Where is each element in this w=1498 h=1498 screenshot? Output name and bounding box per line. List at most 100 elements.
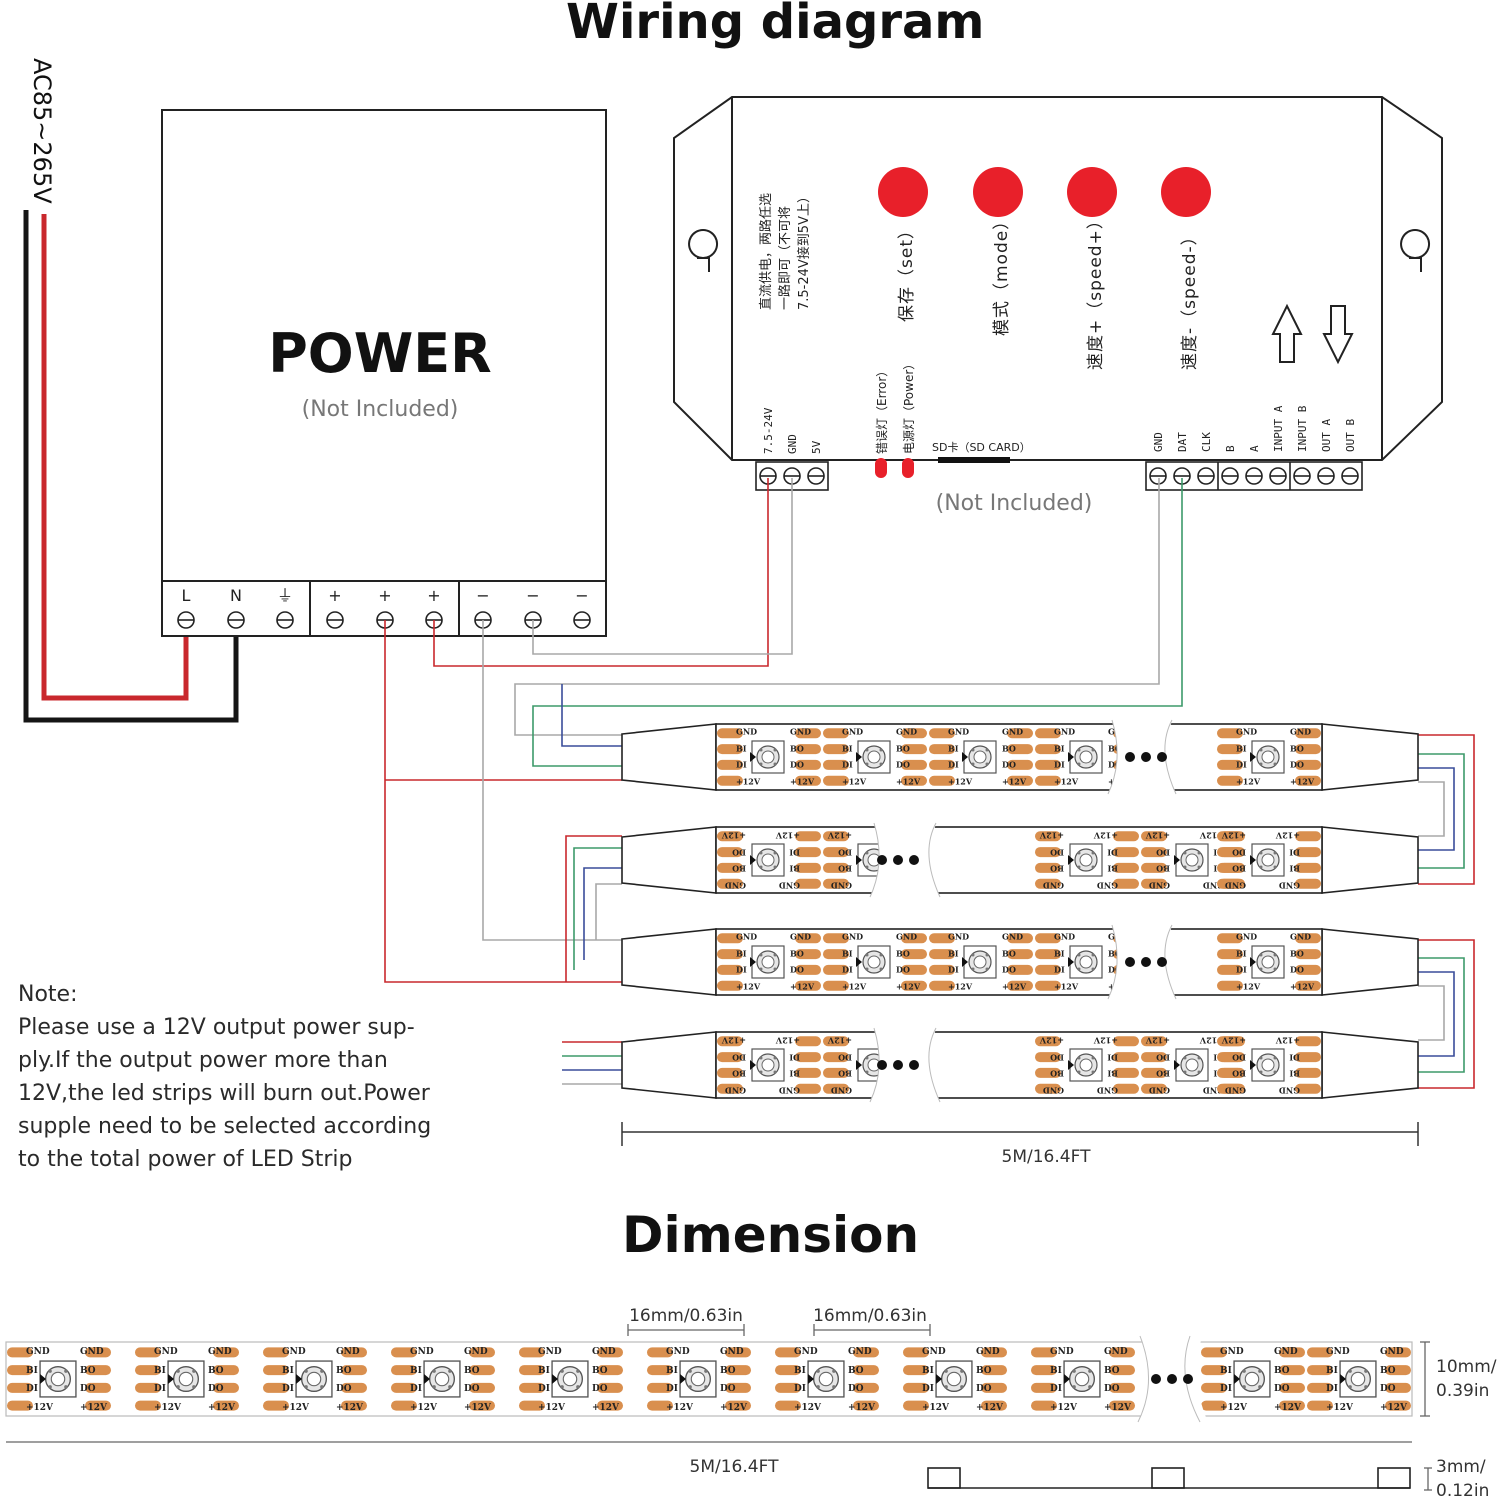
pad-label: GND: [725, 1085, 746, 1095]
pad-label: +12V: [896, 982, 921, 992]
pad-label: GND: [1002, 932, 1023, 942]
continuation-dots: [877, 1060, 919, 1070]
psu-screw-terminal: [227, 611, 245, 629]
pad-label: DO: [848, 1384, 864, 1394]
note-line-1: Please use a 12V output power sup-: [18, 1015, 415, 1040]
pad-label: GND: [1279, 880, 1300, 890]
note-line-3: 12V,the led strips will burn out.Power: [18, 1081, 430, 1106]
pad-label: BI: [1236, 744, 1247, 754]
pad-label: BO: [1290, 949, 1304, 959]
pitch-label-2: 16mm/0.63in: [813, 1306, 927, 1326]
pad-label: BI: [410, 1366, 422, 1376]
pad-label: BO: [896, 949, 910, 959]
pad-label: +12V: [1104, 1403, 1132, 1413]
strip-end-cap: [621, 928, 717, 996]
pad-label: +12V: [26, 1403, 54, 1413]
pad-label: DI: [789, 1052, 800, 1062]
pad-label: DO: [1232, 1052, 1246, 1062]
pad-label: DO: [1290, 760, 1304, 770]
mode-button[interactable]: [973, 167, 1023, 217]
pad-label: DI: [1107, 847, 1118, 857]
pad-label: +12V: [720, 1403, 748, 1413]
continuation-dots: [1125, 957, 1167, 967]
psu-terminal-label: +: [378, 586, 391, 605]
mode-button-label: 模式（mode）: [992, 212, 1012, 336]
pad-label: BO: [1380, 1366, 1396, 1376]
speed-up-button[interactable]: [1067, 167, 1117, 217]
pad-label: +12V: [848, 1403, 876, 1413]
pad-label: +12V: [336, 1403, 364, 1413]
pad-label: +12V: [666, 1403, 694, 1413]
set-button[interactable]: [878, 167, 928, 217]
pad-label: GND: [1380, 1347, 1404, 1357]
pad-label: DO: [1050, 847, 1064, 857]
pad-label: GND: [410, 1347, 434, 1357]
power-led: [902, 458, 914, 478]
pad-label: GND: [720, 1347, 744, 1357]
pad-label: BI: [1236, 949, 1247, 959]
pad-label: BI: [1107, 1068, 1118, 1078]
pad-label: GND: [1236, 727, 1257, 737]
power-led-label: 电源灯（Power）: [902, 358, 916, 454]
pad-label: GND: [1225, 880, 1246, 890]
sd-card-slot[interactable]: [938, 457, 1010, 463]
pad-label: BO: [732, 863, 746, 873]
pad-label: BO: [1002, 949, 1016, 959]
pad-label: BI: [1220, 1366, 1232, 1376]
note-block: Note: Please use a 12V output power sup-…: [18, 978, 488, 1176]
pad-label: BI: [789, 863, 800, 873]
psu-terminal-label: −: [575, 586, 588, 605]
pad-label: GND: [1050, 1347, 1074, 1357]
pad-label: DI: [1220, 1384, 1232, 1394]
pad-label: DO: [1050, 1052, 1064, 1062]
pad-label: DO: [336, 1384, 352, 1394]
pad-label: BI: [282, 1366, 294, 1376]
pad-label: +12V: [842, 982, 867, 992]
ctrl-signal-label: INPUT A: [1272, 405, 1285, 452]
pad-label: DI: [794, 1384, 806, 1394]
pad-label: DI: [1289, 1052, 1300, 1062]
pad-label: BO: [838, 1068, 852, 1078]
pad-label: BO: [1002, 744, 1016, 754]
pad-label: BI: [1289, 1068, 1300, 1078]
pad-label: BO: [1108, 949, 1122, 959]
sd-card-label: SD卡（SD CARD）: [932, 441, 1031, 454]
thick-label-1: 3mm/: [1436, 1457, 1486, 1477]
pad-label: GND: [848, 1347, 872, 1357]
psu-terminal-label: ⏚: [277, 586, 293, 605]
pad-label: BO: [790, 744, 804, 754]
pad-label: +12V: [1275, 830, 1300, 840]
continuation-dots: [877, 855, 919, 865]
pad-label: GND: [1236, 932, 1257, 942]
note-line-2: ply.If the output power more than: [18, 1048, 388, 1073]
pad-label: +12V: [1050, 1403, 1078, 1413]
input-voltage-label: AC85~265V: [28, 58, 56, 204]
pad-label: DO: [896, 760, 910, 770]
pad-label: +12V: [775, 1035, 800, 1045]
speed-down-button[interactable]: [1161, 167, 1211, 217]
pad-label: DI: [538, 1384, 550, 1394]
pad-label: DO: [1108, 760, 1122, 770]
note-line-5: to the total power of LED Strip: [18, 1147, 353, 1172]
pad-label: GND: [948, 932, 969, 942]
strip-end-cap: [1321, 928, 1419, 996]
pad-label: +12V: [80, 1403, 108, 1413]
pad-label: DO: [1380, 1384, 1396, 1394]
pad-label: +12V: [1380, 1403, 1408, 1413]
power-not-included: (Not Included): [302, 397, 459, 422]
pad-label: DO: [1108, 965, 1122, 975]
pad-label: GND: [336, 1347, 360, 1357]
ctrl-signal-label: OUT A: [1320, 419, 1333, 452]
